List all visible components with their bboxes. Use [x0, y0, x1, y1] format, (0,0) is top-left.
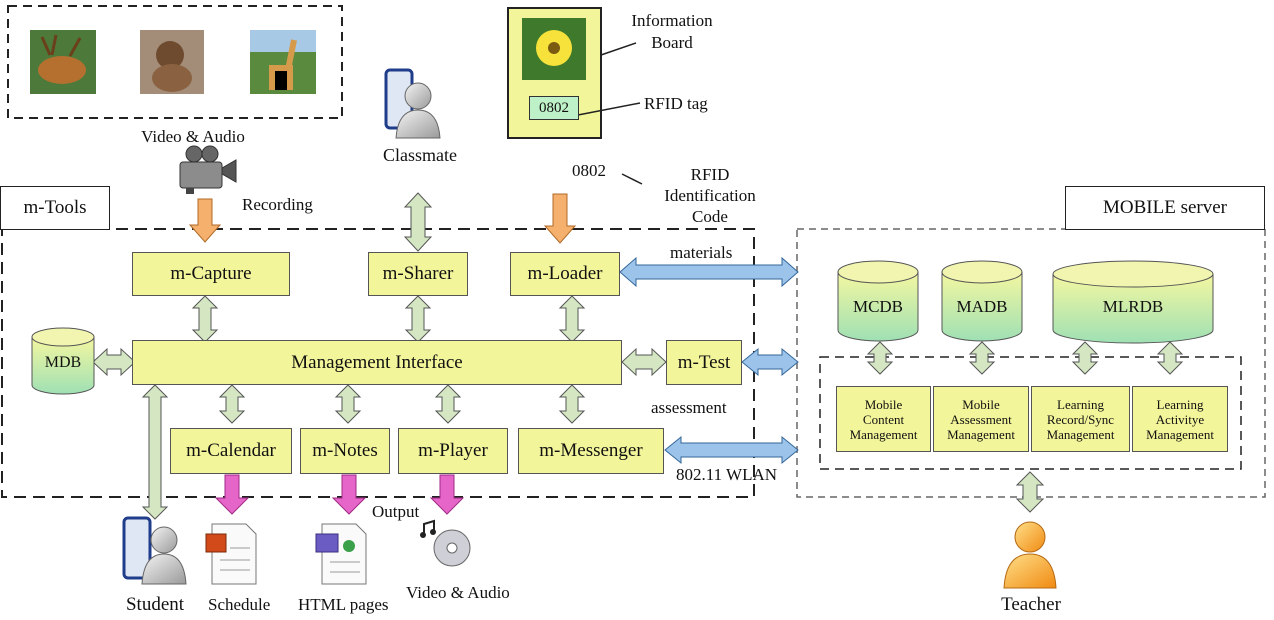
pink-output-arrows: [214, 474, 465, 515]
rfid-code-label: RFID Identification Code: [664, 165, 756, 226]
notes-output-arrow: [331, 474, 367, 515]
mlrdb-arrow: [1071, 341, 1099, 375]
m-test-box: m-Test: [666, 340, 742, 385]
madb-arrow: [968, 341, 996, 375]
management-interface-box: Management Interface: [132, 340, 622, 385]
learning-record-sync-management-box: Learning Record/Sync Management: [1031, 386, 1130, 452]
rfid-arrow: [543, 193, 577, 244]
rfid-tag-id: 0802: [529, 96, 579, 120]
mcdb-label: MCDB: [852, 297, 904, 316]
classmate-icon: [384, 68, 441, 139]
learning-activity-management-box: Learning Activitye Management: [1132, 386, 1228, 452]
m-calendar-box: m-Calendar: [170, 428, 292, 474]
html-pages-label: HTML pages: [298, 595, 389, 614]
mcdb-arrow: [866, 341, 894, 375]
video-audio-output-label: Video & Audio: [406, 583, 510, 602]
video-audio-caption: Video & Audio: [141, 127, 245, 146]
m-tools-title: m-Tools: [0, 186, 110, 230]
calendar-output-arrow: [214, 474, 250, 515]
materials-label: materials: [670, 243, 733, 262]
giraffe-photo: [250, 30, 316, 94]
photo-strip: [7, 5, 343, 119]
schedule-label: Schedule: [208, 595, 271, 614]
m-sharer-box: m-Sharer: [368, 252, 468, 296]
wlan-label: 802.11 WLAN: [676, 465, 778, 484]
teacher-label: Teacher: [1001, 594, 1061, 615]
player-output-arrow: [429, 474, 465, 515]
mdb-mgmt-arrow: [92, 347, 136, 377]
mgmt-messenger-arrow: [558, 384, 586, 424]
teacher-icon: [1003, 521, 1057, 589]
video-camera-icon: [179, 145, 237, 194]
classmate-sharer-arrow: [403, 192, 433, 252]
m-messenger-box: m-Messenger: [518, 428, 664, 474]
mcdb-cylinder: [837, 260, 919, 342]
m-notes-box: m-Notes: [300, 428, 390, 474]
classmate-label: Classmate: [383, 145, 457, 165]
recording-label: Recording: [242, 195, 313, 214]
mobile-content-management-box: Mobile Content Management: [836, 386, 931, 452]
student-icon: [122, 516, 187, 585]
mdb-label: MDB: [44, 354, 82, 371]
mlrdb-label: MLRDB: [1102, 297, 1164, 316]
wlan-arrow: [664, 435, 799, 465]
assessment-arrow: [741, 347, 799, 377]
html-document-icon: [315, 523, 367, 585]
information-board: [507, 7, 641, 139]
mdb-cylinder: [31, 327, 95, 395]
server-management-region: [819, 356, 1242, 470]
mgmt-player-arrow: [434, 384, 462, 424]
blue-link-arrows: [619, 256, 799, 465]
information-board-label: Information Board: [631, 11, 713, 52]
mobile-server-title: MOBILE server: [1065, 186, 1265, 230]
rfid-leader-line: [621, 173, 643, 185]
teacher-server-arrow: [1015, 471, 1045, 513]
loader-mgmt-arrow: [558, 295, 586, 343]
m-loader-box: m-Loader: [510, 252, 620, 296]
mgmt-notes-arrow: [334, 384, 362, 424]
output-label: Output: [372, 502, 420, 521]
mgmt-calendar-arrow: [218, 384, 246, 424]
mgmt-test-arrow: [621, 347, 667, 377]
m-player-box: m-Player: [398, 428, 508, 474]
deer-photo: [30, 30, 96, 94]
m-capture-box: m-Capture: [132, 252, 290, 296]
rfid-code-value: 0802: [572, 161, 606, 180]
orange-input-arrows: [188, 193, 577, 244]
madb-cylinder: [941, 260, 1023, 342]
green-double-arrows: [92, 192, 1184, 520]
assessment-label: assessment: [651, 398, 727, 417]
student-label: Student: [125, 594, 185, 615]
mobile-assessment-management-box: Mobile Assessment Management: [933, 386, 1029, 452]
music-disc-icon: [420, 519, 471, 567]
mlrdb-cylinder: [1052, 260, 1214, 344]
database-cylinders: [31, 260, 1214, 395]
capture-mgmt-arrow: [191, 295, 219, 343]
schedule-document-icon: [205, 523, 257, 585]
student-mgmt-arrow: [141, 384, 169, 520]
materials-arrow: [619, 256, 799, 288]
monkey-photo: [140, 30, 204, 94]
recording-arrow: [188, 198, 222, 243]
sharer-mgmt-arrow: [404, 295, 432, 343]
rfid-tag-label: RFID tag: [644, 94, 708, 113]
activity-arrow: [1156, 341, 1184, 375]
madb-label: MADB: [956, 297, 1008, 316]
